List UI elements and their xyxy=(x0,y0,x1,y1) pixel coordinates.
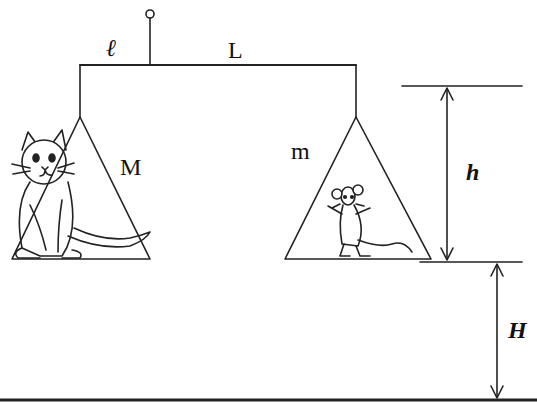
arm-length-label: L xyxy=(228,38,243,62)
pan-outline xyxy=(12,117,150,259)
mass-label: m xyxy=(291,139,310,163)
mouse-pan: m xyxy=(285,117,431,260)
pan-triangle xyxy=(12,117,150,260)
pan-outline xyxy=(285,117,431,259)
dimension-label: h xyxy=(466,160,479,184)
cat-pan: M xyxy=(12,117,150,260)
arm-length-label: ℓ xyxy=(106,36,116,60)
mass-label: M xyxy=(120,155,141,179)
dimension-label: H xyxy=(508,318,527,342)
